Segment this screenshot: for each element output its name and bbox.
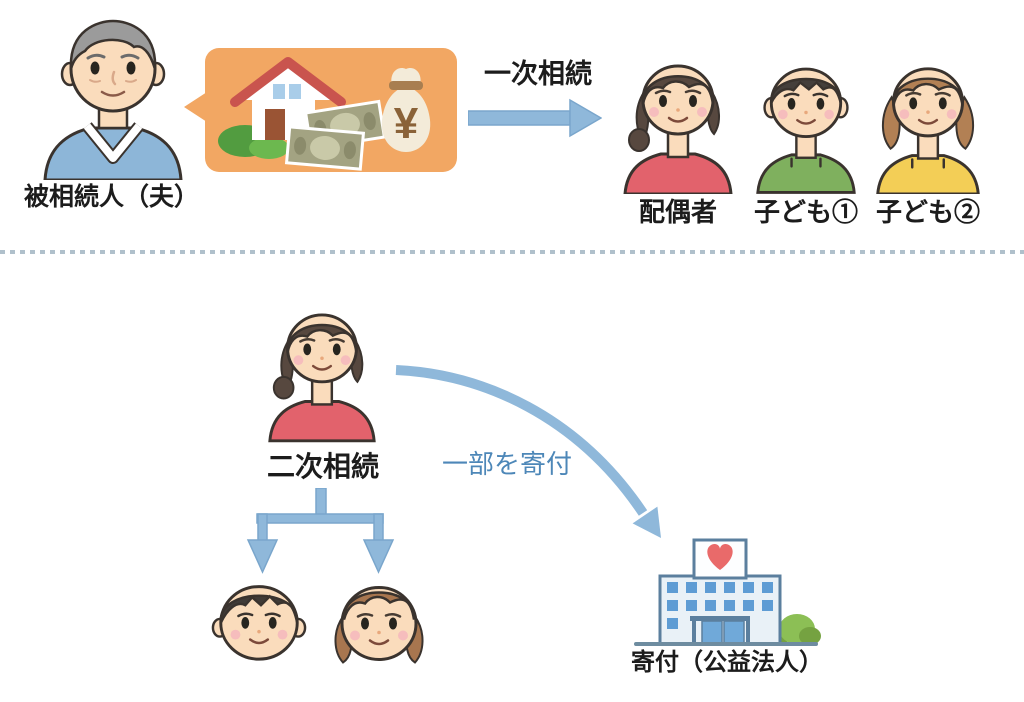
- branch-arrows: [246, 488, 395, 574]
- banknotes-icon: [284, 99, 387, 171]
- building-windows: [667, 582, 773, 629]
- section-divider: [0, 250, 1024, 254]
- building-entrance: [690, 616, 750, 645]
- child1-avatar: [756, 67, 856, 194]
- donation-arrow-label: 一部を寄付: [441, 449, 572, 479]
- charity-building: [634, 538, 821, 646]
- heir-label-spouse: 配偶者: [638, 197, 717, 227]
- child1-head: [211, 585, 307, 661]
- heir-label-child1: 子ども①: [753, 197, 858, 227]
- heir-label-child2: 子ども②: [875, 197, 980, 227]
- secondary-inheritance-label: 二次相続: [266, 451, 379, 482]
- primary-inheritance-arrow: [468, 98, 602, 138]
- estate-speech-bubble: ¥: [184, 48, 457, 172]
- child2-head: [334, 586, 424, 664]
- house-icon: [230, 57, 346, 140]
- spouse-avatar: [623, 64, 733, 194]
- decedent-avatar: [43, 19, 183, 180]
- decedent-label: 被相続人（夫）: [24, 183, 200, 211]
- speech-bubble-tail: [184, 92, 207, 122]
- donation-curve-arrow: [395, 365, 661, 538]
- estate-items-illustration: ¥: [218, 57, 431, 171]
- heart-icon: [707, 543, 733, 570]
- money-bag-icon: ¥: [381, 68, 431, 152]
- primary-inheritance-label: 一次相続: [484, 59, 592, 89]
- yen-symbol: ¥: [394, 99, 419, 148]
- child2-avatar: [876, 67, 980, 194]
- widow-avatar: [268, 313, 376, 443]
- donation-target-label: 寄付（公益法人）: [631, 649, 823, 676]
